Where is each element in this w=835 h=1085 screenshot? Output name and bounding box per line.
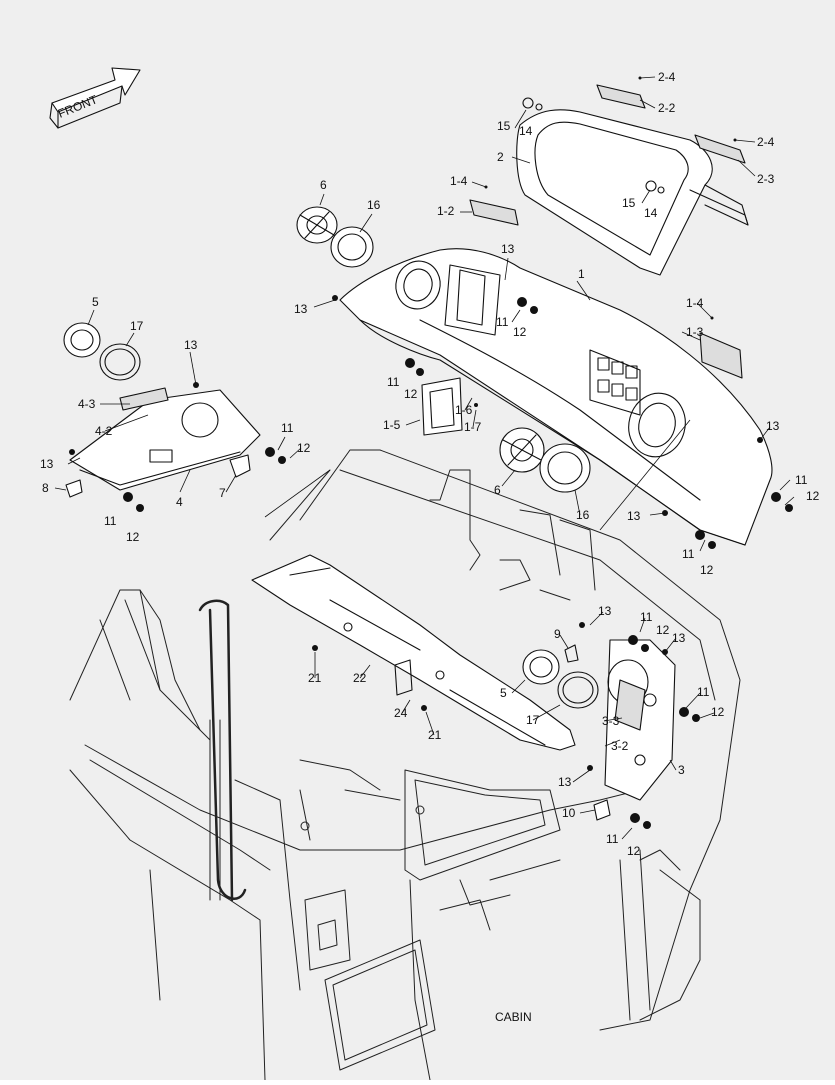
callout: 11: [496, 315, 509, 329]
callout: 4-3: [78, 397, 96, 411]
callout: 5: [92, 295, 99, 309]
callout: 12: [404, 387, 418, 401]
callout: 11: [281, 421, 294, 435]
callout: 17: [130, 319, 144, 333]
callout: 22: [353, 671, 367, 685]
callout: 1-7: [464, 420, 482, 434]
callout: 1-5: [383, 418, 401, 432]
vent-5-right: [522, 649, 560, 685]
callout: 3-3: [602, 714, 620, 728]
callout: 1-3: [686, 325, 704, 339]
callout: 11: [697, 685, 710, 699]
vent-6-upper: [296, 206, 338, 244]
duct-22: [251, 554, 576, 751]
callout: 13: [672, 631, 686, 645]
callout: 21: [428, 728, 442, 742]
callout: 2-2: [658, 101, 676, 115]
callout: 1-2: [437, 204, 455, 218]
callout: 14: [519, 124, 533, 138]
switch-1-5: [421, 377, 463, 436]
callout: 12: [513, 325, 527, 339]
callout: 13: [766, 419, 780, 433]
cabin-frame: [69, 449, 741, 1081]
callout: 2-4: [757, 135, 775, 149]
vent-6-lower: [499, 427, 545, 473]
callout: 12: [126, 530, 140, 544]
callout: 1-4: [686, 296, 704, 310]
upper-panel-2: [516, 84, 749, 276]
leader-lines: [54, 76, 795, 840]
callout: 24: [394, 706, 408, 720]
callout: 8: [42, 481, 49, 495]
callout: 1: [578, 267, 585, 281]
callout: 13: [558, 775, 572, 789]
fasteners: [69, 76, 793, 829]
callout: 11: [104, 514, 117, 528]
callout: 11: [606, 832, 619, 846]
callout: 13: [184, 338, 198, 352]
callout: 21: [308, 671, 322, 685]
vent-5-left: [63, 322, 101, 358]
callout: 17: [526, 713, 540, 727]
callout: 16: [576, 508, 590, 522]
callout: 2: [497, 150, 504, 164]
callout: 10: [562, 806, 576, 820]
callout: 13: [627, 509, 641, 523]
side-panel-3: [604, 639, 676, 801]
callout: 4-2: [95, 424, 113, 438]
callout: 11: [682, 547, 695, 561]
cover-7: [229, 454, 251, 478]
callout: 13: [501, 242, 515, 256]
callout: 3-2: [611, 739, 629, 753]
callout: 15: [497, 119, 511, 133]
ring-16-lower: [539, 443, 591, 493]
callout: 15: [622, 196, 636, 210]
callout: 11: [640, 610, 653, 624]
cabin-footer-label: CABIN: [495, 1010, 532, 1024]
callout-labels: 2-4 2-2 15 14 2 2-4 2-3 15 14 1-4 1-2 6 …: [40, 70, 820, 858]
callout: 12: [711, 705, 725, 719]
callout: 1-6: [455, 403, 473, 417]
callout: 1-4: [450, 174, 468, 188]
callout: 12: [656, 623, 670, 637]
callout: 6: [320, 178, 327, 192]
callout: 13: [40, 457, 54, 471]
callout: 7: [219, 486, 226, 500]
cap-10: [593, 799, 611, 821]
callout: 12: [806, 489, 820, 503]
ring-17-left: [99, 343, 141, 381]
callout: 4: [176, 495, 183, 509]
front-arrow-icon: [49, 67, 141, 129]
callout: 3: [678, 763, 685, 777]
callout: 5: [500, 686, 507, 700]
callout: 14: [644, 206, 658, 220]
ring-17-right: [557, 671, 599, 709]
ring-16-upper: [330, 226, 374, 268]
callout: 16: [367, 198, 381, 212]
callout: 6: [494, 483, 501, 497]
callout: 12: [700, 563, 714, 577]
callout: 13: [294, 302, 308, 316]
callout: 11: [795, 473, 808, 487]
callout: 2-3: [757, 172, 775, 186]
cap-8: [65, 479, 83, 498]
callout: 2-4: [658, 70, 676, 84]
callout: 9: [554, 627, 561, 641]
clip-9: [564, 644, 579, 663]
callout: 12: [297, 441, 311, 455]
callout: 13: [598, 604, 612, 618]
callout: 11: [387, 375, 400, 389]
dash-panel-1: [339, 199, 773, 546]
callout: 12: [627, 844, 641, 858]
side-panel-4: [69, 387, 261, 491]
